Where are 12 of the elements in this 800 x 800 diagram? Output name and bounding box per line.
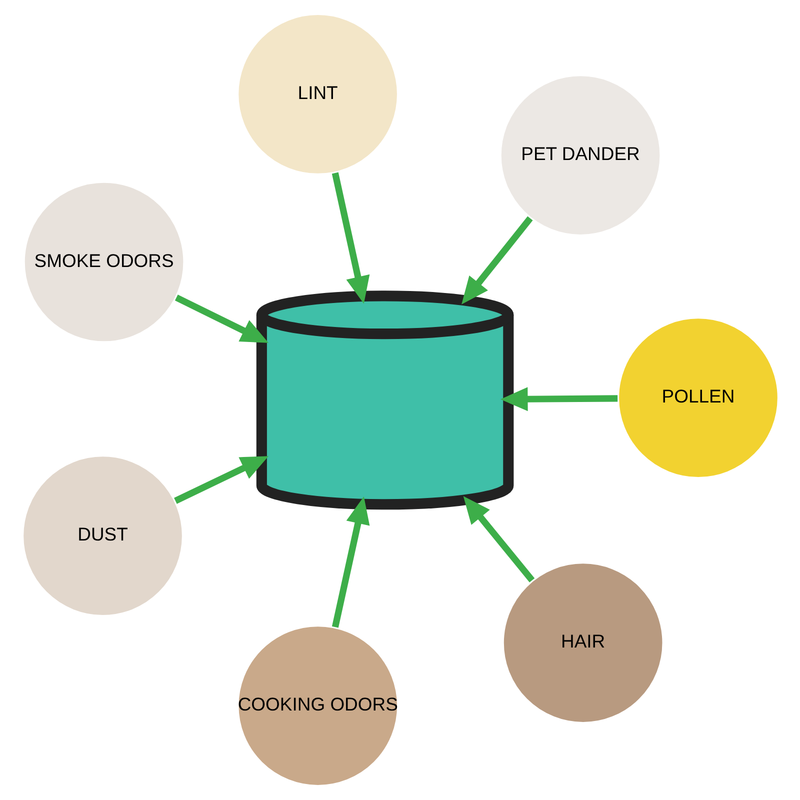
arrow	[461, 216, 532, 304]
arrow	[174, 456, 268, 504]
arrow	[331, 496, 370, 628]
node-circle: LINT	[236, 12, 400, 176]
node-circle: COOKING ODORS	[236, 624, 400, 788]
arrow	[500, 387, 618, 412]
arrow	[462, 496, 534, 582]
arrow	[331, 172, 370, 304]
node-circle: HAIR	[500, 561, 664, 725]
node-circle: SMOKE ODORS	[22, 180, 186, 344]
node-circle: PET DANDER	[498, 74, 662, 238]
arrow	[174, 294, 268, 343]
